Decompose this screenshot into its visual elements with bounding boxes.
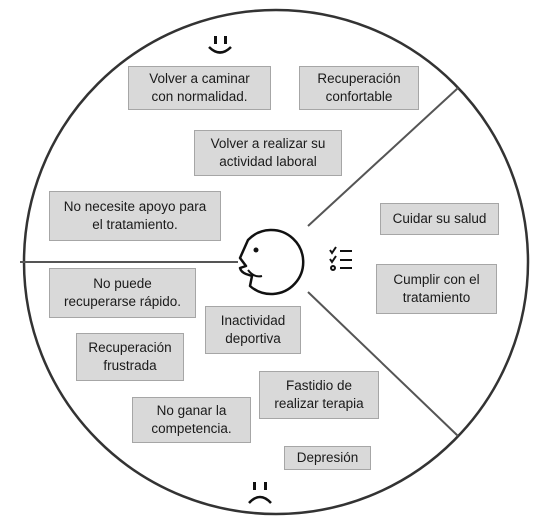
note-cumplir-tratamiento: Cumplir con el tratamiento xyxy=(376,264,497,314)
lower-divider-line xyxy=(307,291,459,437)
note-recuperacion-frustrada: Recuperación frustrada xyxy=(76,333,184,381)
note-volver-caminar: Volver a caminar con normalidad. xyxy=(128,66,271,110)
happy-face-icon xyxy=(208,36,232,54)
sad-face-icon xyxy=(248,482,272,504)
upper-divider-line xyxy=(307,87,459,227)
note-no-puede-recuperarse: No puede recuperarse rápido. xyxy=(49,268,196,318)
note-no-necesite-apoyo: No necesite apoyo para el tratamiento. xyxy=(49,191,221,241)
note-recuperacion-confortable: Recuperación confortable xyxy=(299,66,419,110)
note-inactividad-deportiva: Inactividad deportiva xyxy=(205,306,301,354)
note-no-ganar-competencia: No ganar la competencia. xyxy=(132,397,251,443)
note-cuidar-salud: Cuidar su salud xyxy=(380,203,499,235)
person-head-icon xyxy=(238,228,305,296)
note-volver-actividad: Volver a realizar su actividad laboral xyxy=(194,130,342,176)
note-depresion: Depresión xyxy=(284,446,371,470)
checklist-icon xyxy=(329,246,352,271)
note-fastidio-terapia: Fastidio de realizar terapia xyxy=(259,371,379,419)
